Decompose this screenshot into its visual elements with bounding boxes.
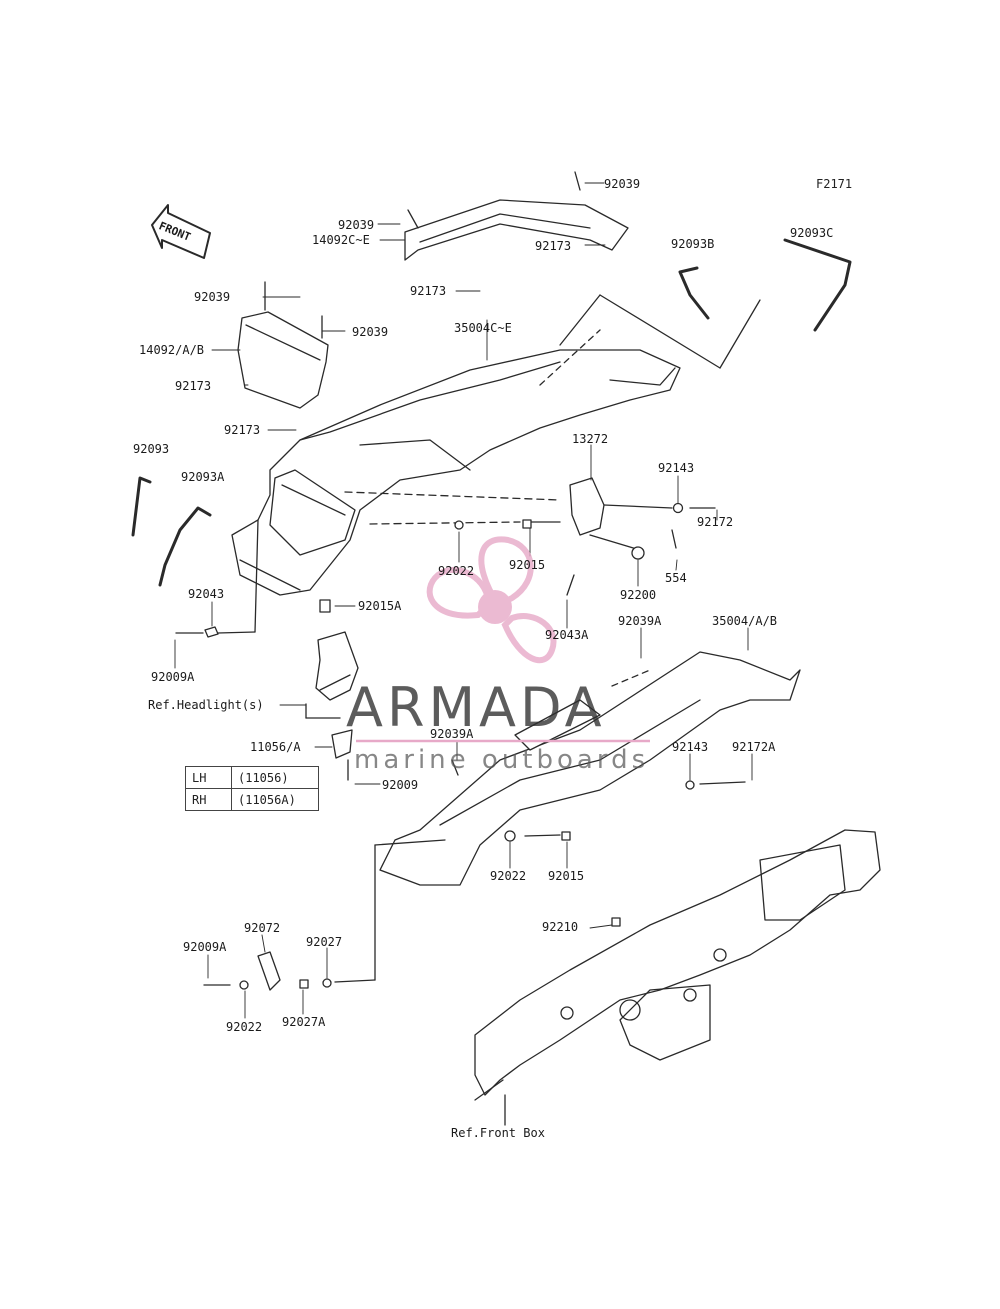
part-label[interactable]: 92173: [175, 379, 212, 393]
seal-92093b-part: [678, 266, 710, 320]
lower-fastener-cluster: [203, 951, 376, 991]
part-label[interactable]: 11056/A: [250, 740, 301, 754]
part-label[interactable]: 14092/A/B: [139, 343, 205, 357]
watermark-brand: ARMADA: [346, 676, 606, 739]
part-label[interactable]: 92015: [509, 558, 546, 572]
part-label[interactable]: 92015A: [358, 599, 402, 613]
part-label[interactable]: 92072: [244, 921, 281, 935]
part-label[interactable]: 92022: [226, 1020, 263, 1034]
watermark-tagline: marine outboards: [354, 745, 650, 775]
part-label[interactable]: 92039: [352, 325, 389, 339]
part-label[interactable]: 35004C~E: [454, 321, 512, 335]
part-label[interactable]: 92009: [382, 778, 419, 792]
table-row: LH (11056): [185, 766, 319, 789]
part-label[interactable]: 92039: [338, 218, 375, 232]
part-label[interactable]: 92210: [542, 920, 579, 934]
seal-92093c-part: [783, 238, 852, 332]
part-label[interactable]: 92039: [194, 290, 231, 304]
part-label[interactable]: 92022: [438, 564, 475, 578]
seal-92093-part: [131, 476, 152, 537]
part-label[interactable]: 92093A: [181, 470, 225, 484]
part-label[interactable]: 14092C~E: [312, 233, 370, 247]
part-label[interactable]: 92093B: [671, 237, 715, 251]
roof-panel-35004c-part: [231, 294, 761, 596]
side-cell: RH: [185, 788, 232, 811]
figure-id: F2171: [816, 177, 853, 191]
bracket-13272-part: [569, 477, 673, 551]
part-label[interactable]: 92173: [224, 423, 261, 437]
upper-trim-14092c-part: [404, 171, 629, 261]
part-label[interactable]: 92173: [410, 284, 447, 298]
part-label[interactable]: 92039A: [430, 727, 474, 741]
part-label[interactable]: 554: [665, 571, 687, 585]
part-label[interactable]: 92143: [658, 461, 695, 475]
part-label[interactable]: 92043: [188, 587, 225, 601]
part-label[interactable]: 92039: [604, 177, 641, 191]
part-label[interactable]: 92009A: [183, 940, 227, 954]
part-label[interactable]: 92093: [133, 442, 170, 456]
part-label[interactable]: 92143: [672, 740, 709, 754]
part-label[interactable]: 92172A: [732, 740, 776, 754]
part-label[interactable]: 92173: [535, 239, 572, 253]
part-cell: (11056A): [231, 788, 319, 811]
part-label[interactable]: 92027: [306, 935, 343, 949]
front-arrow-icon: [151, 204, 211, 259]
part-label[interactable]: 92039A: [618, 614, 662, 628]
clamp-11056-part: [331, 729, 353, 759]
part-label[interactable]: 92022: [490, 869, 527, 883]
part-cell: (11056): [231, 766, 319, 789]
part-label[interactable]: 35004/A/B: [712, 614, 778, 628]
headlight-bracket-part: [315, 631, 359, 701]
part-label[interactable]: 92200: [620, 588, 657, 602]
part-label[interactable]: 92172: [697, 515, 734, 529]
part-label[interactable]: 13272: [572, 432, 609, 446]
left-trim-14092-part: [237, 281, 329, 409]
part-label[interactable]: 92015: [548, 869, 585, 883]
table-row: RH (11056A): [185, 788, 319, 811]
part-label[interactable]: 92009A: [151, 670, 195, 684]
front-box-part: [474, 829, 881, 1126]
part-label[interactable]: 92027A: [282, 1015, 326, 1029]
side-cell: LH: [185, 766, 232, 789]
side-variant-table: LH (11056) RH (11056A): [185, 766, 319, 811]
part-label[interactable]: Ref.Headlight(s): [148, 698, 264, 712]
part-label[interactable]: Ref.Front Box: [451, 1126, 545, 1140]
seal-92093a-part: [158, 506, 212, 587]
part-label[interactable]: 92093C: [790, 226, 834, 240]
watermark-propeller-icon: [426, 536, 557, 664]
part-label[interactable]: 92043A: [545, 628, 589, 642]
middle-panel-35004-part: [379, 651, 801, 886]
